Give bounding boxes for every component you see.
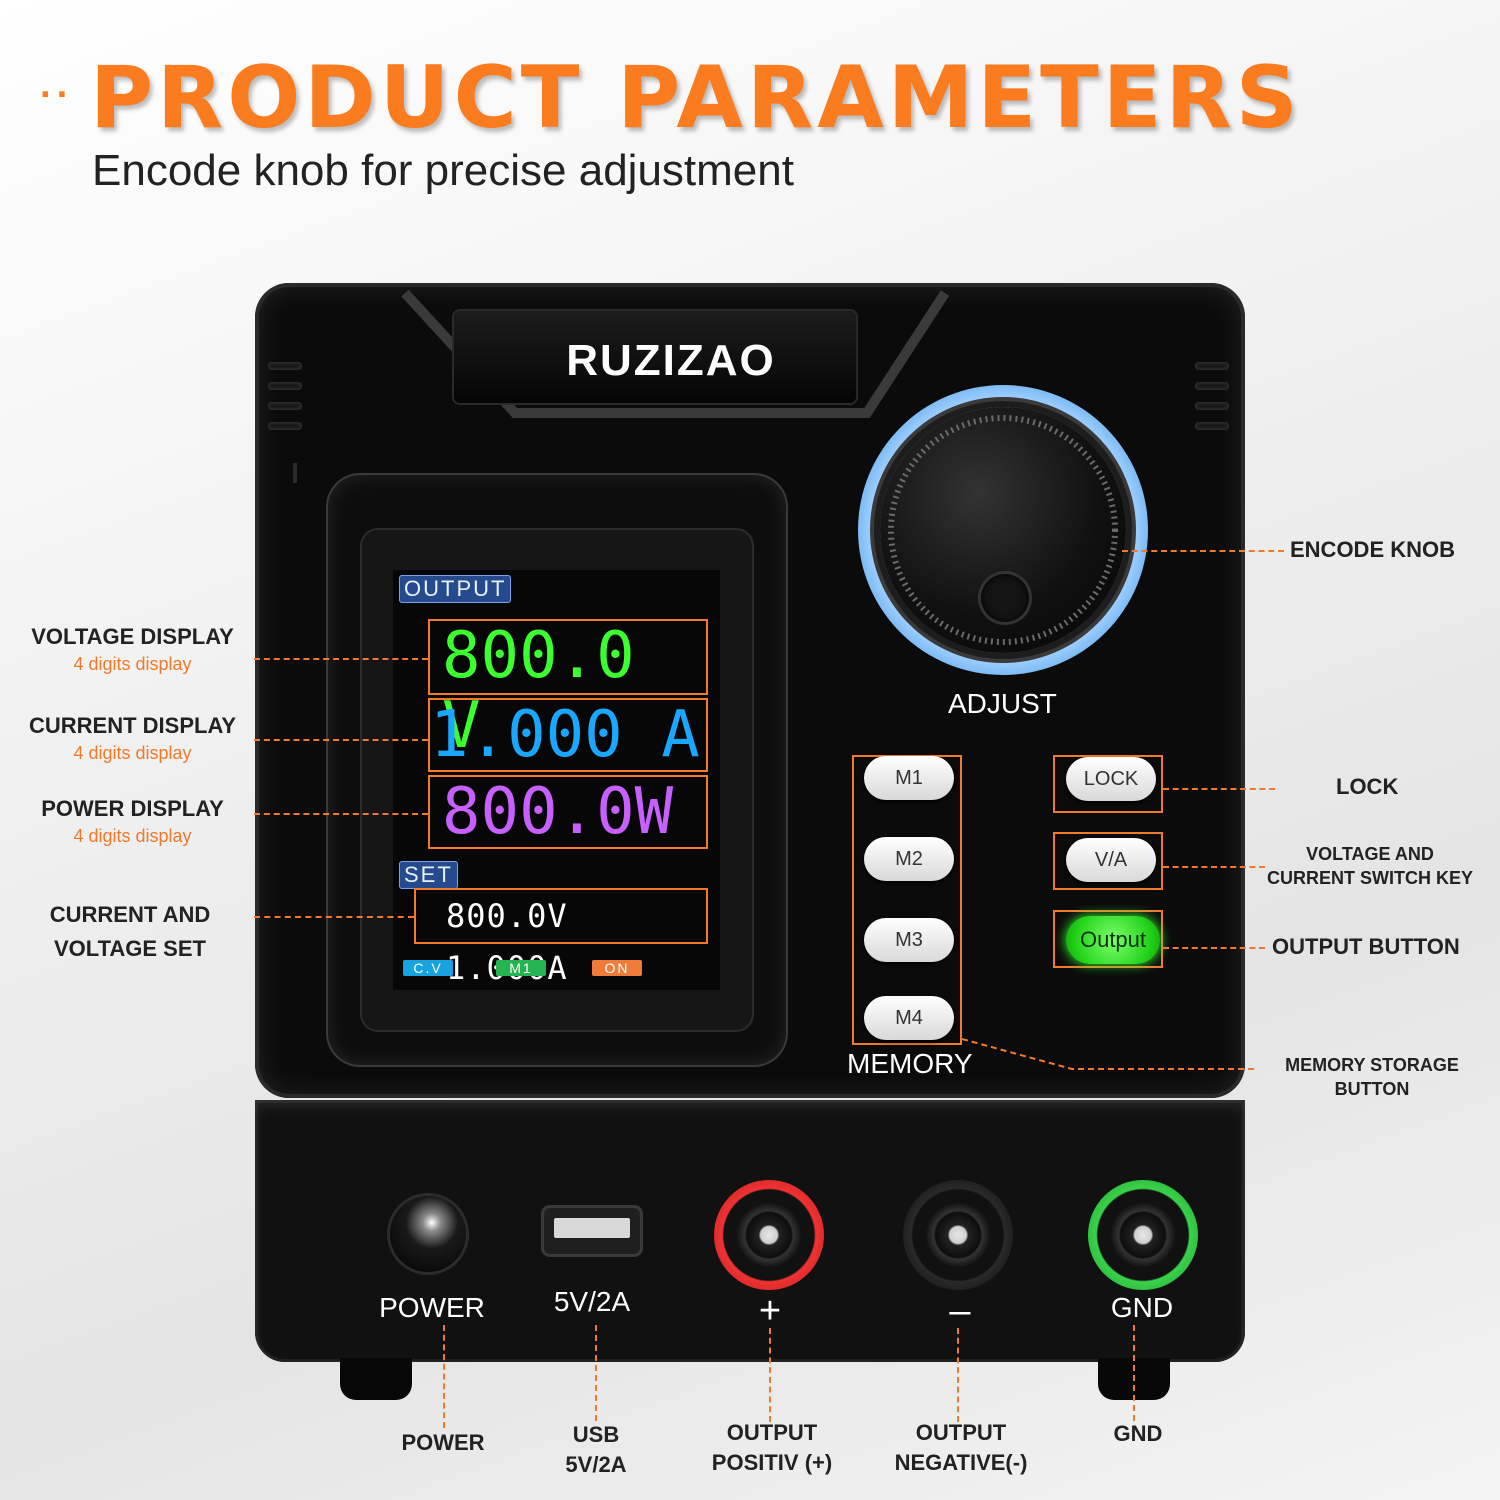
status-chip-memory: M1	[496, 960, 546, 976]
brand-plate	[454, 311, 856, 403]
negative-terminal[interactable]	[903, 1180, 1013, 1290]
page-title: PRODUCT PARAMETERS	[90, 48, 1302, 148]
terminal-post-icon	[736, 1202, 802, 1268]
voltage-readout: 800.0 V	[442, 619, 635, 763]
leader-bottom-usb	[595, 1325, 597, 1421]
leader-lock	[1163, 788, 1275, 790]
adjust-label: ADJUST	[948, 688, 1057, 719]
power-readout-box: 800.0W	[428, 775, 708, 849]
lock-button[interactable]: LOCK	[1066, 757, 1156, 801]
gnd-front-label: GND	[1110, 1292, 1174, 1323]
callout-va: VOLTAGE AND CURRENT SWITCH KEY	[1258, 842, 1482, 890]
callout-voltage-display: VOLTAGE DISPLAY 4 digits display	[10, 624, 255, 675]
power-readout: 800.0W	[442, 775, 674, 849]
leader-va	[1163, 866, 1265, 868]
left-foot	[340, 1358, 412, 1400]
positive-front-label: +	[758, 1290, 782, 1332]
callout-bottom-negative-line2: NEGATIVE(-)	[894, 1450, 1028, 1475]
callout-output: OUTPUT BUTTON	[1272, 934, 1460, 959]
va-switch-button[interactable]: V/A	[1066, 838, 1156, 882]
callout-current-display: CURRENT DISPLAY 4 digits display	[10, 713, 255, 764]
callout-va-line2: CURRENT SWITCH KEY	[1267, 868, 1473, 888]
callout-bottom-positive: OUTPUT POSITIV (+)	[692, 1420, 852, 1476]
callout-set-line1: CURRENT AND	[49, 902, 211, 927]
leader-set	[254, 916, 414, 918]
callout-bottom-positive-line2: POSITIV (+)	[711, 1450, 833, 1475]
leader-current	[254, 739, 428, 741]
callout-bottom-usb-line2: 5V/2A	[565, 1452, 627, 1477]
callout-voltage-sub: 4 digits display	[73, 654, 192, 674]
memory-m1-button[interactable]: M1	[864, 756, 954, 800]
left-vent-icon	[268, 362, 302, 442]
leader-bottom-negative	[957, 1328, 959, 1422]
usb-port-icon	[554, 1218, 630, 1238]
set-tag: SET	[399, 861, 458, 889]
decor-dots: ··	[40, 74, 74, 116]
output-button[interactable]: Output	[1066, 916, 1160, 964]
callout-power-display: POWER DISPLAY 4 digits display	[10, 796, 255, 847]
callout-voltage-title: VOLTAGE DISPLAY	[31, 624, 234, 649]
callout-bottom-negative-line1: OUTPUT	[915, 1420, 1007, 1445]
current-readout-box: 1.000 A	[428, 698, 708, 772]
lcd-screen	[393, 570, 720, 990]
callout-encode-knob: ENCODE KNOB	[1290, 537, 1456, 562]
callout-power-sub: 4 digits display	[73, 826, 192, 846]
usb-front-label: 5V/2A	[553, 1286, 631, 1317]
memory-m2-button[interactable]: M2	[864, 837, 954, 881]
callout-memory-line2: BUTTON	[1334, 1079, 1410, 1099]
leader-power	[254, 813, 428, 815]
status-chip-on: ON	[592, 960, 642, 976]
power-front-label: POWER	[379, 1292, 485, 1323]
power-switch-button[interactable]	[390, 1196, 466, 1272]
callout-bottom-positive-line1: OUTPUT	[726, 1420, 818, 1445]
callout-current-sub: 4 digits display	[73, 743, 192, 763]
leader-knob	[1122, 550, 1284, 552]
callout-bottom-gnd: GND	[1113, 1421, 1163, 1446]
leader-output	[1163, 947, 1265, 949]
leader-memory	[961, 1038, 1256, 1070]
callout-va-line1: VOLTAGE AND	[1306, 844, 1434, 864]
voltage-readout-box: 800.0 V	[428, 619, 708, 761]
callout-bottom-usb-line1: USB	[572, 1422, 620, 1447]
page-subtitle: Encode knob for precise adjustment	[92, 146, 794, 195]
leader-bottom-gnd	[1133, 1325, 1135, 1421]
memory-label: MEMORY	[847, 1048, 973, 1079]
negative-front-label: –	[949, 1290, 971, 1332]
terminal-post-icon	[925, 1202, 991, 1268]
leader-bottom-positive	[769, 1328, 771, 1422]
leader-bottom-power	[443, 1325, 445, 1428]
right-vent-icon	[1195, 362, 1229, 442]
current-readout: 1.000 A	[430, 698, 700, 772]
memory-m3-button[interactable]: M3	[864, 918, 954, 962]
va-box	[1053, 832, 1163, 890]
callout-lock: LOCK	[1336, 774, 1399, 799]
status-chip-cv: C.V	[403, 960, 453, 976]
terminal-post-icon	[1110, 1202, 1176, 1268]
callout-memory-line1: MEMORY STORAGE	[1285, 1055, 1459, 1075]
callout-bottom-power: POWER	[401, 1430, 485, 1455]
knob-grip-icon	[888, 415, 1118, 645]
usb-port[interactable]	[544, 1208, 640, 1254]
leader-voltage	[254, 658, 428, 660]
positive-terminal[interactable]	[714, 1180, 824, 1290]
callout-current-title: CURRENT DISPLAY	[29, 713, 236, 738]
gnd-terminal[interactable]	[1088, 1180, 1198, 1290]
memory-m4-button[interactable]: M4	[864, 996, 954, 1040]
callout-set-line2: VOLTAGE SET	[54, 936, 206, 961]
output-box	[1053, 910, 1163, 968]
callout-bottom-negative: OUTPUT NEGATIVE(-)	[876, 1420, 1046, 1476]
callout-bottom-usb: USB 5V/2A	[536, 1422, 656, 1478]
callout-memory: MEMORY STORAGE BUTTON	[1262, 1053, 1482, 1101]
lock-box	[1053, 755, 1163, 813]
callout-power-title: POWER DISPLAY	[41, 796, 224, 821]
output-tag: OUTPUT	[399, 575, 512, 603]
brand-logo: RUZIZAO	[566, 336, 776, 385]
callout-set: CURRENT AND VOLTAGE SET	[10, 902, 250, 962]
knob-finger-dimple	[981, 574, 1029, 622]
